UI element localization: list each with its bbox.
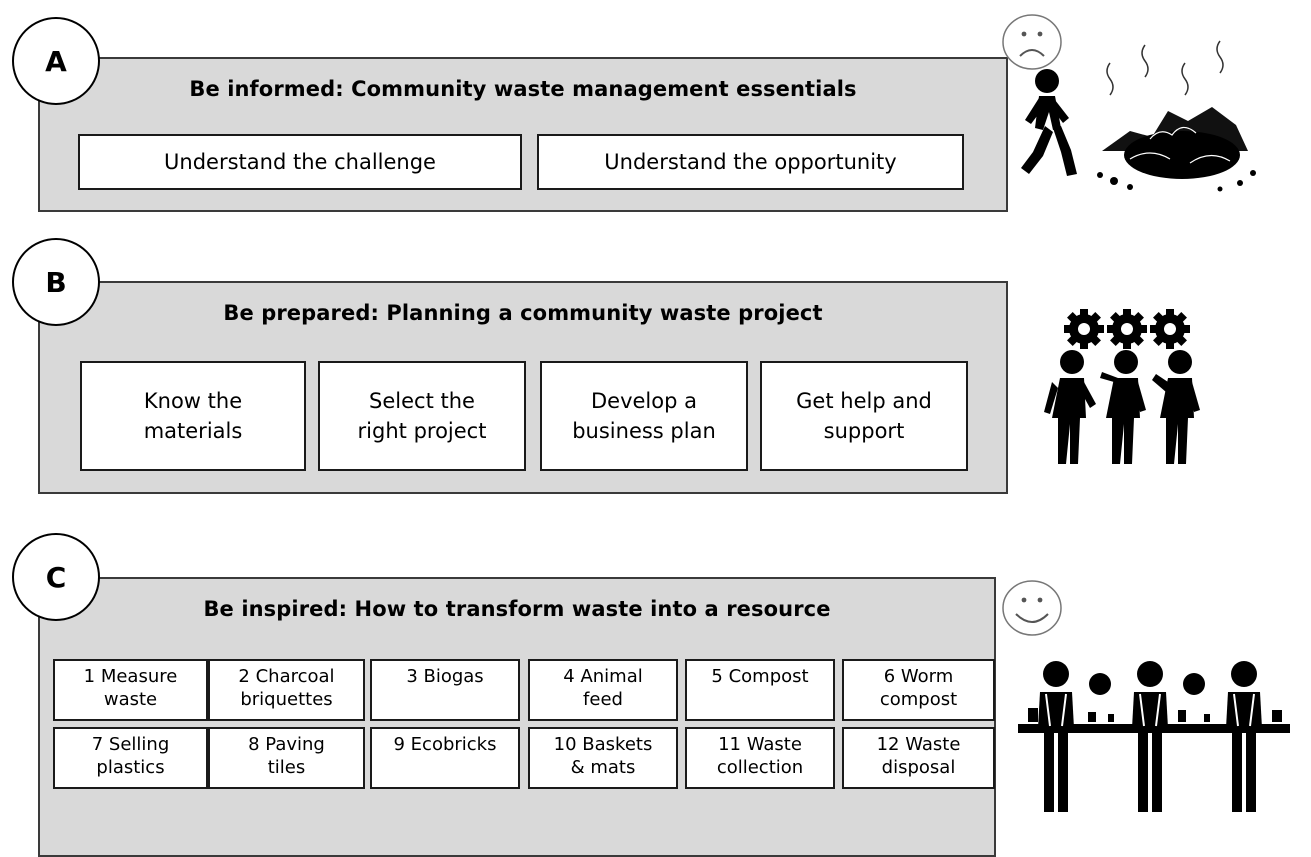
selling-plastics-line1: 7 Selling xyxy=(91,734,170,755)
help-support-box: Get help and support xyxy=(760,361,968,471)
sad-face-icon xyxy=(1002,14,1062,70)
select-project-line2: right project xyxy=(357,419,487,443)
help-support-line2: support xyxy=(823,419,905,443)
paving-tiles-line2: tiles xyxy=(267,757,306,779)
waste-collection-line1: 11 Waste xyxy=(718,734,802,755)
business-plan-line1: Develop a xyxy=(590,388,697,413)
measure-waste-line1: 1 Measure xyxy=(83,666,178,687)
compost-box: 5 Compost xyxy=(685,659,835,721)
section-a-title: Be informed: Community waste management … xyxy=(189,77,857,101)
worm-compost-line1: 6 Worm xyxy=(883,666,954,687)
section-c-panel: Be inspired: How to transform waste into… xyxy=(38,577,996,857)
happy-face-icon xyxy=(1002,580,1062,636)
baskets-mats-box: 10 Baskets& mats xyxy=(528,727,678,789)
section-a-panel: Be informed: Community waste management … xyxy=(38,57,1008,212)
biogas-line1: 3 Biogas xyxy=(406,666,484,687)
section-c-title: Be inspired: How to transform waste into… xyxy=(203,597,831,621)
compost-line1: 5 Compost xyxy=(711,666,809,687)
worm-compost-line2: compost xyxy=(879,689,958,711)
baskets-mats-line1: 10 Baskets xyxy=(553,734,653,755)
section-c-badge: C xyxy=(12,533,100,621)
select-project-box: Select the right project xyxy=(318,361,526,471)
waste-disposal-line1: 12 Waste xyxy=(876,734,961,755)
biogas-box: 3 Biogas xyxy=(370,659,520,721)
charcoal-briquettes-line2: briquettes xyxy=(240,689,333,711)
garbage-pile-icon xyxy=(1097,40,1256,192)
ecobricks-line1: 9 Ecobricks xyxy=(393,734,497,755)
know-materials-line1: Know the xyxy=(143,388,243,413)
ecobricks-box: 9 Ecobricks xyxy=(370,727,520,789)
team-thinking-icon xyxy=(1044,350,1200,464)
section-b-title: Be prepared: Planning a community waste … xyxy=(223,301,823,325)
section-b-badge: B xyxy=(12,238,100,326)
business-plan-line2: business plan xyxy=(572,419,716,443)
workers-sorting-icon xyxy=(1018,661,1290,812)
select-project-line1: Select the xyxy=(369,388,475,413)
understand-opportunity-box: Understand the opportunity xyxy=(537,134,964,190)
understand-challenge-box: Understand the challenge xyxy=(78,134,522,190)
waste-collection-line2: collection xyxy=(716,757,804,779)
selling-plastics-line2: plastics xyxy=(96,757,165,779)
know-materials-box: Know the materials xyxy=(80,361,306,471)
business-plan-box: Develop a business plan xyxy=(540,361,748,471)
waste-disposal-line2: disposal xyxy=(881,757,956,779)
baskets-mats-line2: & mats xyxy=(570,757,636,779)
walking-person-icon xyxy=(1021,69,1077,176)
animal-feed-line1: 4 Animal xyxy=(563,666,643,687)
animal-feed-line2: feed xyxy=(583,689,623,711)
section-b-panel: Be prepared: Planning a community waste … xyxy=(38,281,1008,494)
section-a-badge: A xyxy=(12,17,100,105)
charcoal-briquettes-line1: 2 Charcoal xyxy=(238,666,335,687)
gears-icon xyxy=(1064,309,1190,349)
know-materials-line2: materials xyxy=(143,419,243,443)
help-support-line1: Get help and xyxy=(796,388,932,413)
paving-tiles-line1: 8 Paving xyxy=(248,734,325,755)
measure-waste-line2: waste xyxy=(103,689,158,711)
